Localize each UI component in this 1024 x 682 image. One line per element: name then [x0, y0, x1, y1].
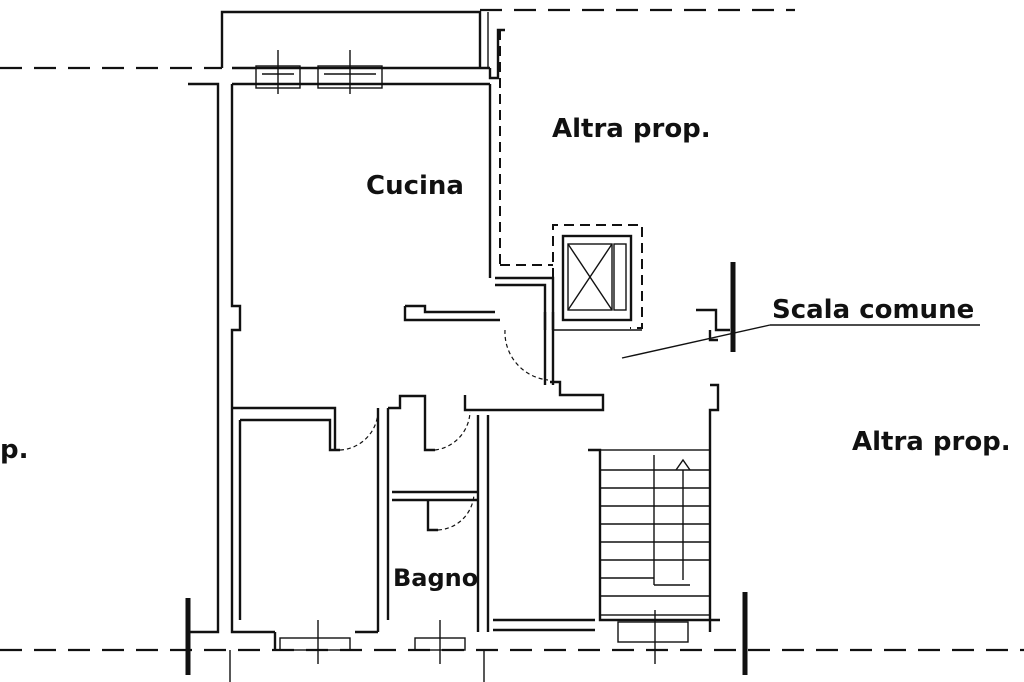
- interior-walls: [232, 276, 605, 632]
- label-scala-comune: Scala comune: [772, 295, 974, 325]
- doors: [339, 329, 549, 531]
- label-bagno: Bagno: [393, 564, 478, 592]
- elevator: [552, 224, 643, 331]
- stairwell: [185, 262, 748, 675]
- windows-top: [255, 50, 383, 94]
- label-cucina: Cucina: [366, 171, 464, 201]
- windows-bottom: [229, 610, 689, 682]
- label-altra-prop-right: Altra prop.: [852, 427, 1011, 457]
- label-altra-prop-left: p.: [0, 435, 29, 465]
- label-altra-prop-top: Altra prop.: [552, 114, 711, 144]
- balcony: [220, 10, 489, 68]
- exterior-walls: [188, 28, 505, 634]
- scala-comune-leader: [621, 324, 771, 359]
- property-boundaries: [0, 8, 1024, 652]
